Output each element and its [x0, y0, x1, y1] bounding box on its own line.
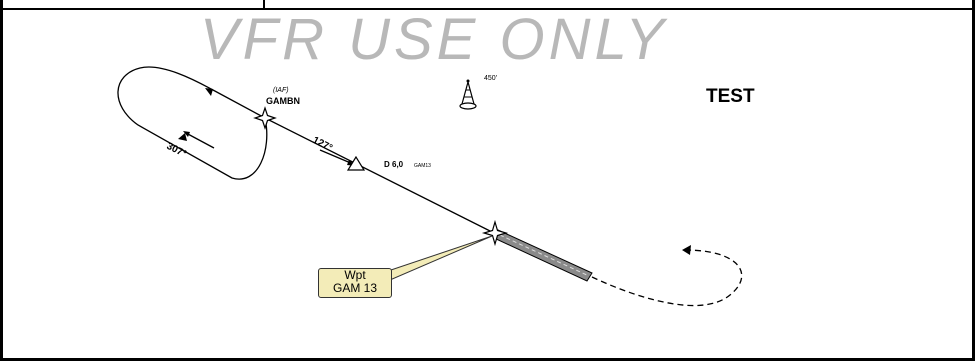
iaf-fix-icon	[253, 106, 277, 130]
approach-track	[264, 117, 499, 236]
holding-arrow-top	[205, 88, 213, 96]
obstacle-elevation: 450'	[484, 75, 497, 82]
dme-distance: D 6,0	[384, 160, 404, 169]
header-row	[0, 0, 975, 10]
obstacle-icon	[459, 79, 477, 110]
waypoint-label-line2: GAM 13	[332, 281, 377, 295]
iaf-name: GAMBN	[266, 96, 300, 106]
holding-pattern	[117, 66, 268, 180]
outbound-arrowhead	[183, 131, 190, 137]
waypoint-label-line1: Wpt	[344, 268, 366, 282]
runway	[493, 229, 593, 282]
waypoint-callout: Wpt GAM 13	[318, 268, 392, 298]
watermark-text: VFR USE ONLY	[200, 7, 669, 72]
iaf-designator: (IAF)	[273, 87, 289, 94]
inbound-course-arrow	[319, 149, 354, 165]
dme-station: GAM13	[414, 163, 431, 169]
runway-centerline	[499, 234, 590, 277]
outbound-course-label: 307°	[165, 141, 188, 160]
waypoint-fix-icon	[481, 219, 509, 247]
chart-label: TEST	[706, 86, 755, 107]
waypoint-leader	[384, 235, 493, 281]
outbound-course-arrow	[185, 132, 215, 149]
dme-fix-triangle-icon	[346, 155, 366, 171]
missed-approach-arrowhead	[682, 245, 691, 255]
header-divider	[263, 0, 265, 10]
missed-approach-path	[591, 249, 743, 307]
holding-arrow-bottom	[178, 133, 187, 141]
